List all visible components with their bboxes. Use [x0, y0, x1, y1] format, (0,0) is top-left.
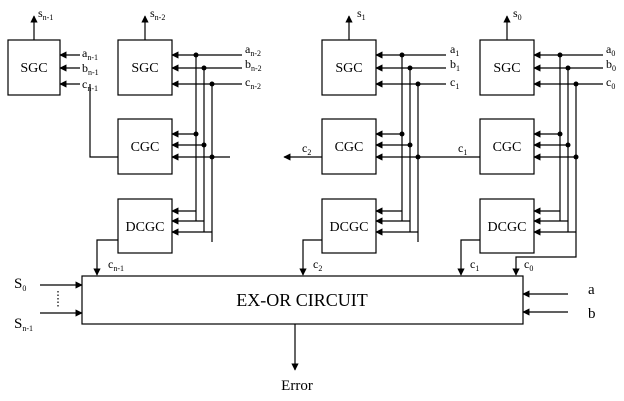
- junction: [201, 142, 207, 148]
- junction: [557, 131, 563, 137]
- dcgc-label-1: DCGC: [330, 220, 369, 235]
- a-0-label: a0: [606, 42, 615, 58]
- junction: [407, 65, 413, 71]
- c-n-2-label: cn-2: [245, 75, 261, 91]
- junction: [565, 65, 571, 71]
- cgc-label-n-2: CGC: [131, 140, 160, 155]
- dcgc-label-0: DCGC: [488, 220, 527, 235]
- dcgc-out-1: [299, 239, 322, 276]
- cgc-box-1: [321, 118, 377, 175]
- block-1: SGC CGC DCGC s1 a1 b1 c1 c1 c2: [283, 6, 480, 276]
- s-1-label: s1: [357, 6, 366, 22]
- cgc-label-0: CGC: [493, 140, 522, 155]
- s-0-label: s0: [513, 6, 522, 22]
- a-n-1-label: an-1: [82, 46, 98, 62]
- dcgc-label-n-2: DCGC: [126, 220, 165, 235]
- c-2-carry-label: c2: [302, 141, 311, 157]
- S-n-1-label: Sn-1: [14, 316, 33, 333]
- junction: [557, 52, 563, 58]
- sgc-label-0: SGC: [493, 61, 520, 76]
- junction: [193, 52, 199, 58]
- c-0-out-label: c0: [524, 257, 533, 273]
- exor-box: [81, 275, 524, 325]
- dcgc-box-0: [479, 198, 535, 254]
- b-input-label: b: [588, 306, 596, 322]
- a-1-label: a1: [450, 42, 459, 58]
- S-0-label: S0: [14, 276, 26, 293]
- block-n-2: SGC CGC DCGC sn-2 an-2 bn-2 cn-2: [93, 6, 262, 276]
- junction: [415, 154, 421, 160]
- block-0: SGC CGC DCGC s0 a0 b0 c0 c1 c0: [457, 6, 616, 276]
- a-n-2-label: an-2: [245, 42, 261, 58]
- sgc-label-n-1: SGC: [20, 61, 47, 76]
- dcgc-out-0: [457, 239, 480, 276]
- error-label: Error: [281, 378, 313, 394]
- s-n-1-label: sn-1: [38, 6, 53, 22]
- c-n-1-label: cn-1: [82, 77, 98, 93]
- junction: [201, 65, 207, 71]
- sgc-box-n-1: [7, 39, 61, 96]
- sgc-box-1: [321, 39, 377, 96]
- cgc-label-1: CGC: [335, 140, 364, 155]
- cgc-box-n-2: [117, 118, 173, 175]
- a-input-label: a: [588, 282, 595, 298]
- dcgc-out-n-1: [93, 239, 118, 276]
- exor-block: EX-OR CIRCUIT S0 Sn-1 a b Error: [14, 275, 596, 394]
- c-2-out-label: c2: [313, 257, 322, 273]
- junction: [209, 154, 215, 160]
- junction: [399, 131, 405, 137]
- c-n-1-out-label: cn-1: [108, 257, 124, 273]
- junction: [209, 81, 215, 87]
- c-0-feed: [512, 242, 577, 276]
- block-n-1: SGC sn-1 an-1 bn-1 cn-1: [7, 6, 118, 158]
- junction: [415, 81, 421, 87]
- c-1-out-label: c1: [470, 257, 479, 273]
- junction: [399, 52, 405, 58]
- b-1-label: b1: [450, 57, 460, 73]
- junction: [573, 154, 579, 160]
- b-0-label: b0: [606, 57, 616, 73]
- junction: [565, 142, 571, 148]
- cgc-box-0: [479, 118, 535, 175]
- junction: [193, 131, 199, 137]
- b-n-1-label: bn-1: [82, 61, 99, 77]
- junction: [573, 81, 579, 87]
- exor-label: EX-OR CIRCUIT: [236, 290, 368, 310]
- sgc-label-1: SGC: [335, 61, 362, 76]
- sgc-label-n-2: SGC: [131, 61, 158, 76]
- c-1-label: c1: [450, 75, 459, 91]
- b-n-2-label: bn-2: [245, 57, 262, 73]
- c-0-label: c0: [606, 75, 615, 91]
- carry-n-1-wire: [89, 84, 118, 158]
- sgc-box-0: [479, 39, 535, 96]
- dcgc-box-1: [321, 198, 377, 254]
- c-1-carry-label: c1: [458, 141, 467, 157]
- junction: [407, 142, 413, 148]
- s-n-2-label: sn-2: [150, 6, 165, 22]
- dcgc-box-n-2: [117, 198, 173, 254]
